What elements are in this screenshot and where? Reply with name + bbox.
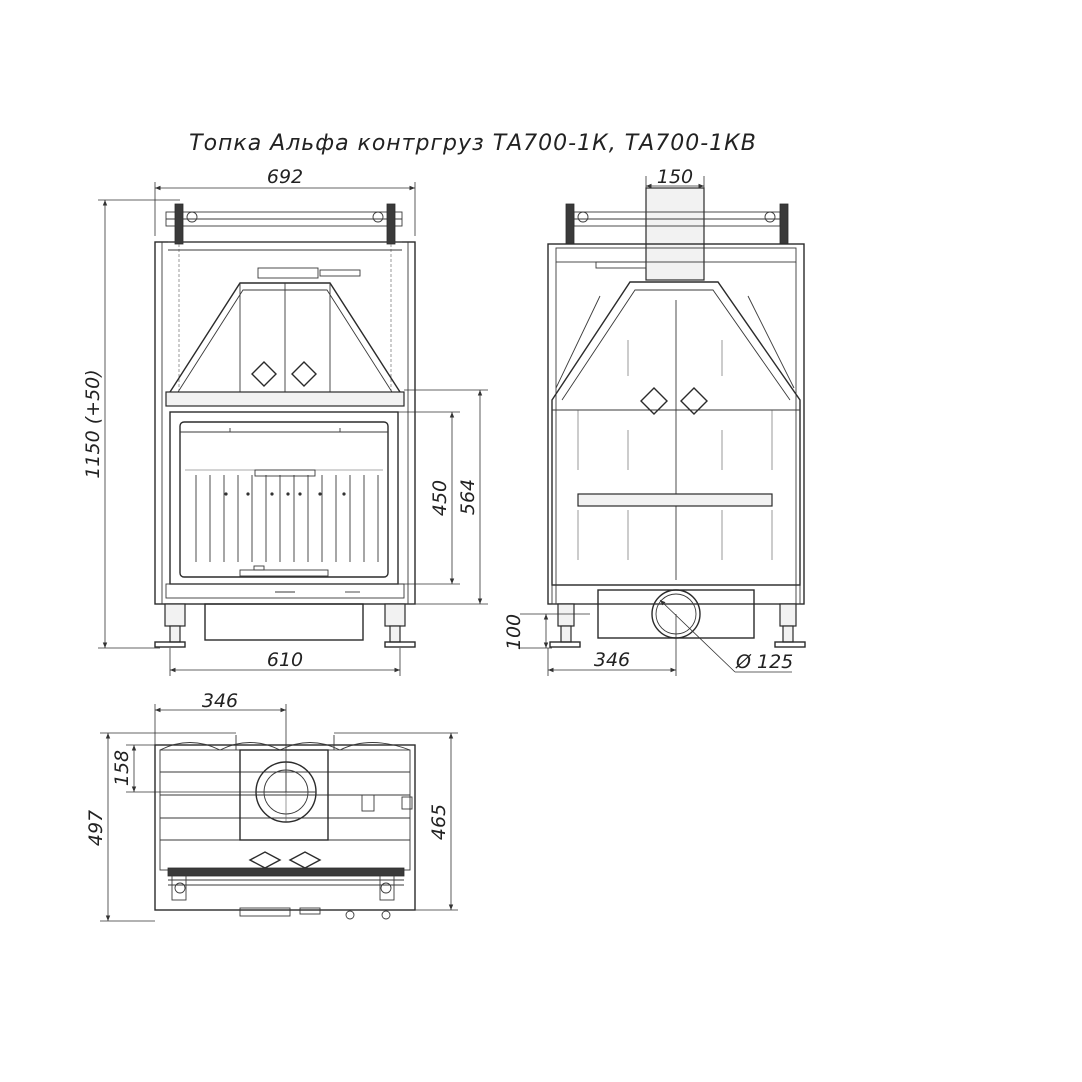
dim-497: 497 [85,810,107,846]
front-view [154,203,416,648]
dim-346-side: 346 [594,649,630,671]
drawing-title: Топка Альфа контргруз ТА700-1К, ТА700-1К… [189,131,757,156]
dim-610: 610 [267,649,303,671]
side-view [547,187,806,648]
dim-692: 692 [267,166,303,188]
side-dimensions: 150 100 346 Ø 125 [503,166,793,676]
top-view [154,735,416,920]
door-grate [185,469,383,562]
top-dimensions: 346 158 497 465 [85,690,458,922]
dim-diameter-125: Ø 125 [735,651,793,673]
dim-450: 450 [429,480,451,516]
front-dimensions: 692 1150 (+50) 450 564 610 [82,166,488,676]
dim-465: 465 [428,804,450,840]
dim-1150: 1150 (+50) [82,369,104,478]
dim-158: 158 [111,750,133,786]
dim-100: 100 [503,614,525,650]
dim-564: 564 [457,479,479,515]
dim-346-top: 346 [202,690,238,712]
dim-150: 150 [657,166,693,188]
